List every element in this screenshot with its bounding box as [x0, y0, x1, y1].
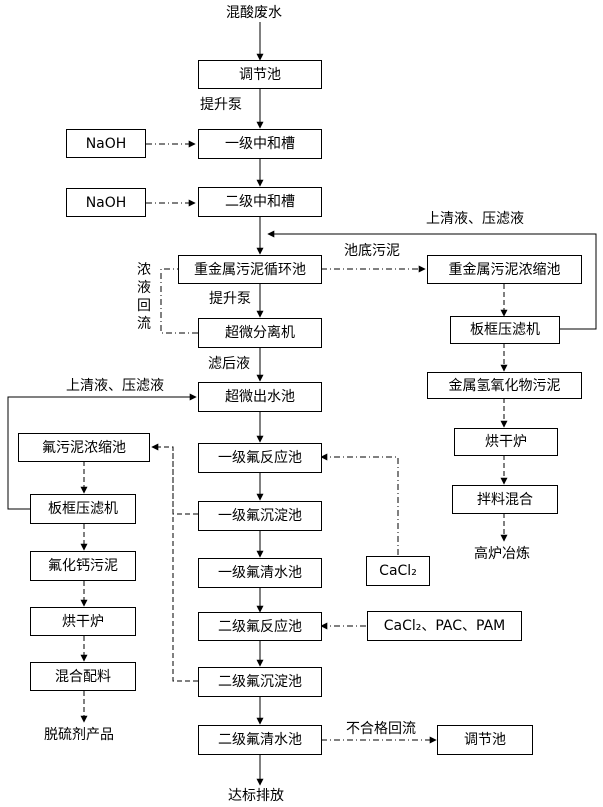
- discharge-label: 达标排放: [228, 788, 284, 804]
- cacl2-box: CaCl₂: [366, 556, 430, 586]
- concentrate-return-char: 浓: [137, 262, 151, 278]
- dosing-arrow: [320, 453, 399, 555]
- mix-batching: 混合配料: [30, 662, 136, 691]
- fluoride-clear-pool-2: 二级氟清水池: [198, 725, 322, 755]
- naoh-box-1: NaOH: [66, 129, 146, 158]
- source-label: 混酸废水: [226, 5, 282, 21]
- fluoride-settling-tank-1: 一级氟沉淀池: [198, 501, 322, 531]
- adjust-pool-box: 调节池: [198, 60, 322, 89]
- supernatant-label-left: 上清液、压滤液: [66, 378, 164, 394]
- filter-press-right: 板框压滤机: [450, 316, 560, 344]
- mix-material: 拌料混合: [452, 485, 558, 514]
- fluoride-reaction-tank-1: 一级氟反应池: [198, 443, 322, 473]
- cacl2-pac-pam-box: CaCl₂、PAC、PAM: [367, 611, 522, 641]
- unqualified-return-label: 不合格回流: [346, 721, 416, 737]
- ultrafine-outlet-pool: 超微出水池: [198, 382, 322, 412]
- smelting-label: 高炉冶炼: [474, 546, 530, 562]
- dryer-right: 烘干炉: [454, 428, 558, 456]
- calcium-fluoride-sludge: 氟化钙污泥: [30, 551, 136, 581]
- concentrate-return-char: 流: [137, 316, 151, 332]
- dryer-left: 烘干炉: [30, 607, 136, 636]
- neutralization-tank-2: 二级中和槽: [198, 187, 322, 217]
- sludge-arrow: [151, 443, 198, 515]
- concentrate-return-char: 回: [137, 298, 151, 314]
- fluoride-sludge-thickener: 氟污泥浓缩池: [18, 433, 150, 462]
- concentrate-return-char: 液: [137, 280, 151, 296]
- lift-pump-label-1: 提升泵: [200, 97, 242, 113]
- fluoride-clear-pool-1: 一级氟清水池: [198, 558, 322, 588]
- return-arrow: [267, 230, 597, 330]
- supernatant-label-right: 上清液、压滤液: [426, 211, 524, 227]
- return-arrow: [7, 393, 197, 510]
- adjust-pool-return-box: 调节池: [437, 725, 533, 755]
- desulfurizer-label: 脱硫剂产品: [44, 727, 114, 743]
- concentrate-return-label: 浓 液 回 流: [137, 261, 151, 333]
- filter-press-left: 板框压滤机: [30, 494, 136, 524]
- metal-hydroxide-sludge: 金属氢氧化物污泥: [427, 372, 582, 399]
- lift-pump-label-2: 提升泵: [209, 291, 251, 307]
- sludge-arrow: [172, 447, 198, 682]
- ultrafine-separator: 超微分离机: [198, 318, 322, 348]
- heavy-metal-circulation-tank: 重金属污泥循环池: [178, 255, 322, 284]
- after-filter-label: 滤后液: [208, 356, 250, 372]
- fluoride-settling-tank-2: 二级氟沉淀池: [198, 667, 322, 697]
- fluoride-reaction-tank-2: 二级氟反应池: [198, 612, 322, 641]
- naoh-box-2: NaOH: [66, 188, 146, 217]
- bottom-sludge-label: 池底污泥: [344, 243, 400, 259]
- heavy-metal-thickener: 重金属污泥浓缩池: [427, 255, 582, 284]
- neutralization-tank-1: 一级中和槽: [198, 129, 322, 159]
